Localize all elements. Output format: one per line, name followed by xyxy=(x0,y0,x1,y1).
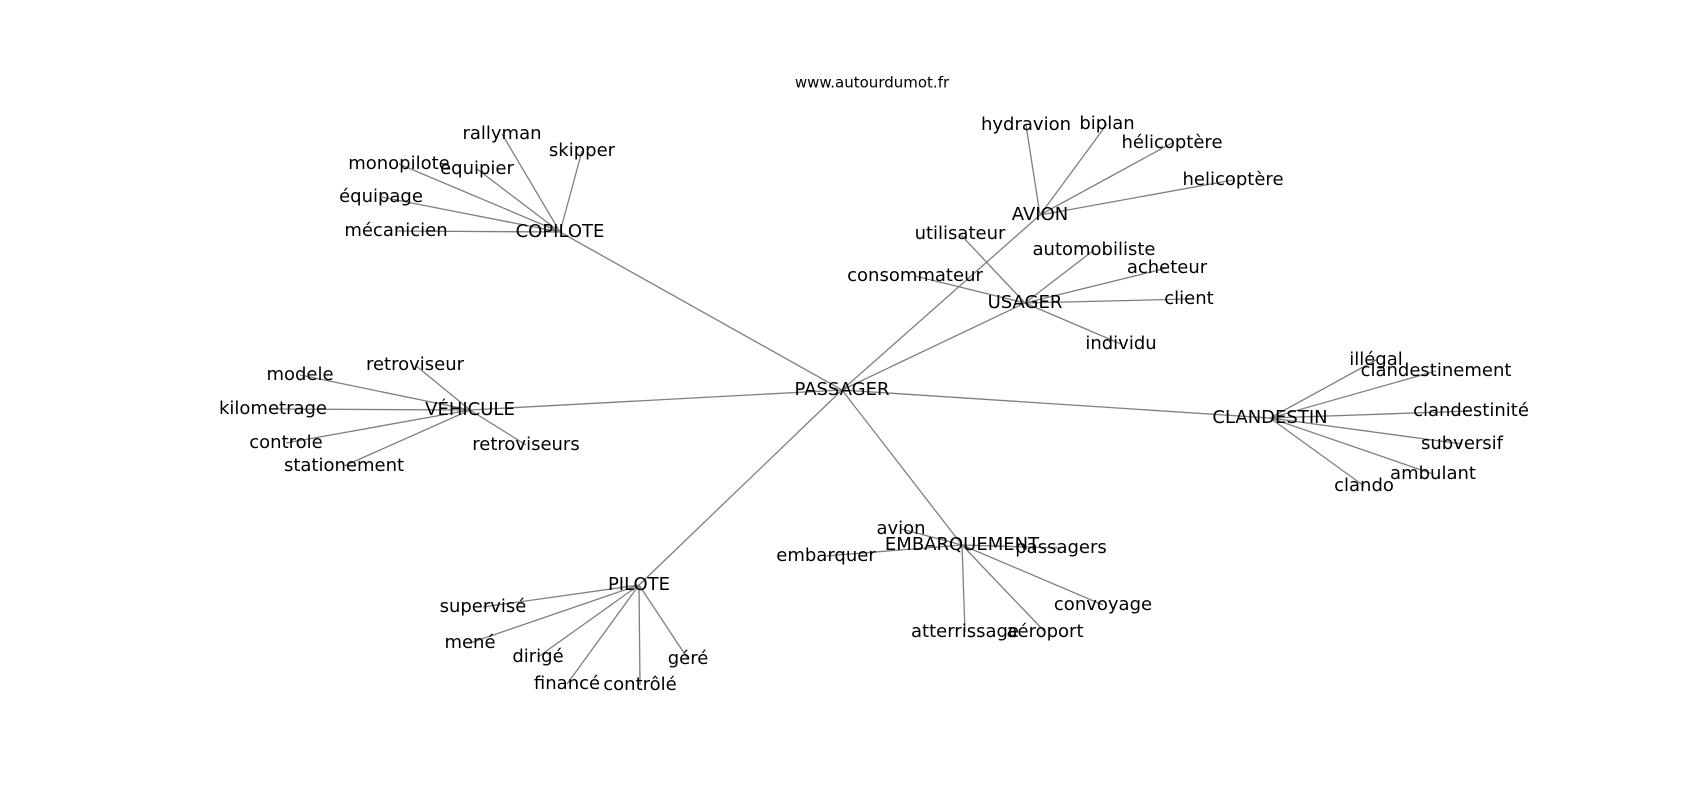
node-leaf-vehicule: stationement xyxy=(284,455,404,476)
edge-pilote-2 xyxy=(537,584,640,658)
edge-clandestin-1 xyxy=(1269,370,1437,419)
node-leaf-usager: client xyxy=(1164,288,1213,309)
node-leaf-embarquement: embarquer xyxy=(776,545,876,566)
node-leaf-clandestin: subversif xyxy=(1421,433,1504,454)
node-leaf-copilote: mécanicien xyxy=(344,220,447,241)
node-hub-copilote: COPILOTE xyxy=(516,221,605,242)
edge-embarquement-0 xyxy=(900,528,963,546)
edge-avion-2 xyxy=(1039,142,1173,216)
node-leaf-clandestin: clando xyxy=(1334,475,1394,496)
node-hub-avion: AVION xyxy=(1012,204,1068,225)
node-leaf-avion: biplan xyxy=(1079,113,1134,134)
edge-usager-4 xyxy=(1024,298,1190,304)
edge-usager-2 xyxy=(1024,267,1168,304)
node-hub-vehicule: VÉHICULE xyxy=(425,398,515,420)
edge-copilote-4 xyxy=(380,196,561,233)
node-leaf-copilote: rallyman xyxy=(462,123,541,144)
edge-clandestin-4 xyxy=(1269,417,1434,475)
edge-vehicule-2 xyxy=(272,408,471,411)
node-leaf-usager: utilisateur xyxy=(915,223,1006,244)
edge-embarquement-2 xyxy=(961,544,1062,549)
node-leaf-pilote: financé xyxy=(534,673,600,694)
node-hub-usager: USAGER xyxy=(988,292,1063,313)
node-leaf-clandestin: ambulant xyxy=(1390,463,1476,484)
edge-pilote-3 xyxy=(638,584,689,660)
node-leaf-pilote: contrôlé xyxy=(603,674,676,695)
edge-vehicule-4 xyxy=(343,409,471,467)
node-leaf-usager: individu xyxy=(1085,333,1156,354)
edge-embarquement-5 xyxy=(961,544,1046,633)
edge-usager-1 xyxy=(1024,249,1095,304)
edge-avion-1 xyxy=(1039,123,1108,216)
edge-vehicule-0 xyxy=(414,364,471,411)
node-hub-clandestin: CLANDESTIN xyxy=(1212,407,1327,428)
node-hub-pilote: PILOTE xyxy=(608,574,670,595)
edge-pilote-1 xyxy=(469,584,640,644)
edge-clandestin-0 xyxy=(1269,359,1377,419)
node-leaf-usager: automobiliste xyxy=(1033,239,1156,260)
node-leaf-pilote: mené xyxy=(444,632,495,653)
node-leaf-vehicule: retroviseurs xyxy=(472,434,579,455)
edge-copilote-2 xyxy=(398,163,561,233)
node-leaf-copilote: équipage xyxy=(339,186,423,207)
node-leaf-avion: helicoptère xyxy=(1182,169,1283,190)
edge-center-vehicule xyxy=(469,389,843,411)
edge-copilote-5 xyxy=(395,230,561,233)
node-leaf-copilote: equipier xyxy=(440,158,514,179)
edge-clandestin-2 xyxy=(1269,410,1472,419)
edge-usager-3 xyxy=(914,275,1026,304)
graph-edges xyxy=(272,123,1472,686)
node-leaf-copilote: monopilote xyxy=(348,153,450,174)
edge-center-embarquement xyxy=(841,389,963,546)
edge-vehicule-5 xyxy=(469,409,527,446)
edge-embarquement-4 xyxy=(961,544,966,633)
edge-embarquement-3 xyxy=(961,544,1104,606)
node-leaf-pilote: géré xyxy=(668,648,709,669)
node-leaf-embarquement: passagers xyxy=(1015,537,1107,558)
edge-copilote-0 xyxy=(501,133,561,233)
node-leaf-avion: hélicoptère xyxy=(1121,132,1222,153)
edge-center-avion xyxy=(841,214,1041,391)
node-leaf-pilote: dirigé xyxy=(512,646,563,667)
edge-pilote-4 xyxy=(566,584,640,685)
edge-copilote-3 xyxy=(476,168,561,233)
edge-usager-5 xyxy=(1024,302,1122,345)
node-leaf-embarquement: atterrissage xyxy=(911,621,1019,642)
node-leaf-clandestin: illégal xyxy=(1349,349,1403,370)
node-leaf-vehicule: modele xyxy=(266,364,333,385)
node-leaf-clandestin: clandestinité xyxy=(1413,400,1529,421)
node-center: PASSAGER xyxy=(794,379,889,400)
edge-copilote-1 xyxy=(559,150,583,233)
edge-avion-3 xyxy=(1039,179,1234,216)
edge-clandestin-5 xyxy=(1269,417,1365,487)
node-leaf-usager: acheteur xyxy=(1127,257,1208,278)
edge-usager-0 xyxy=(959,233,1026,304)
edge-pilote-5 xyxy=(638,584,641,686)
edge-vehicule-1 xyxy=(299,374,471,411)
edge-avion-0 xyxy=(1025,124,1041,216)
graph-nodes: PASSAGER COPILOTE rallyman skipper monopilot… xyxy=(219,113,1529,695)
node-leaf-embarquement: avion xyxy=(876,518,925,539)
node-leaf-copilote: skipper xyxy=(549,140,616,161)
node-leaf-embarquement: aéroport xyxy=(1006,621,1083,642)
edge-embarquement-1 xyxy=(825,544,963,557)
source-watermark: www.autourdumot.fr xyxy=(795,74,950,92)
node-leaf-vehicule: controle xyxy=(249,432,322,453)
node-leaf-usager: consommateur xyxy=(847,265,983,286)
node-leaf-pilote: supervisé xyxy=(440,596,527,617)
node-leaf-embarquement: convoyage xyxy=(1054,594,1152,615)
edge-vehicule-3 xyxy=(285,409,471,444)
node-leaf-vehicule: kilometrage xyxy=(219,398,327,419)
node-leaf-vehicule: retroviseur xyxy=(366,354,465,375)
edge-center-copilote xyxy=(559,231,843,391)
edge-center-pilote xyxy=(638,389,843,586)
edge-clandestin-3 xyxy=(1269,417,1463,445)
edge-pilote-0 xyxy=(482,584,640,608)
node-hub-embarquement: EMBARQUEMENT xyxy=(885,534,1040,555)
node-leaf-clandestin: clandestinement xyxy=(1361,360,1512,381)
edge-center-usager xyxy=(841,302,1026,391)
node-leaf-avion: hydravion xyxy=(981,114,1071,135)
edge-center-clandestin xyxy=(841,389,1271,419)
